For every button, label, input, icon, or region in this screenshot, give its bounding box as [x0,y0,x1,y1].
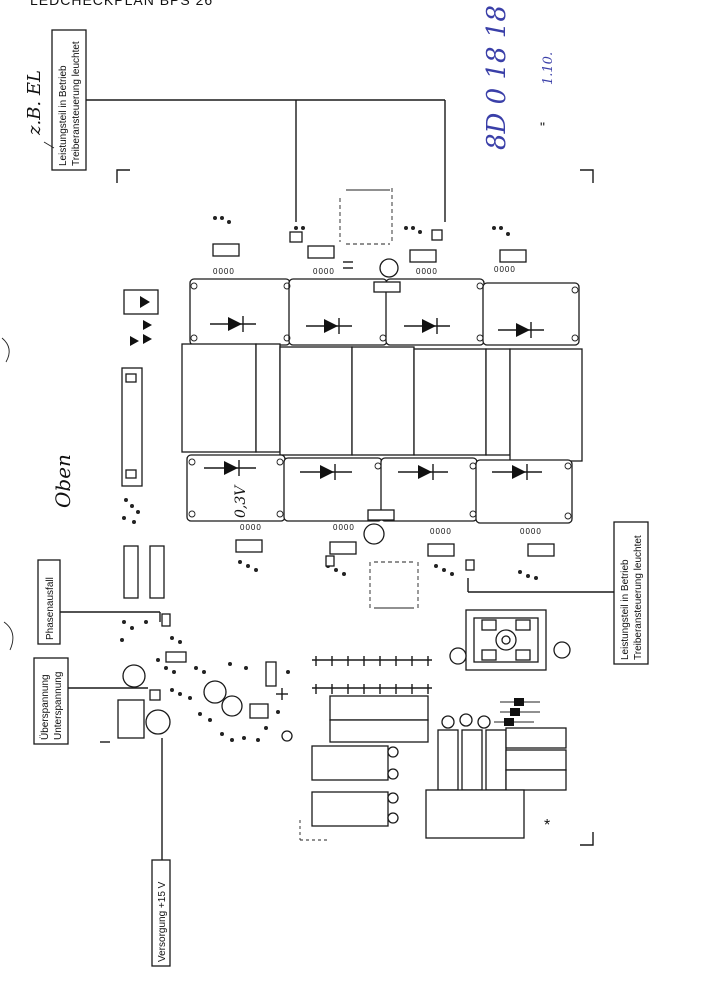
svg-text:Überspannung: Überspannung [39,674,51,740]
svg-text:Leistungsteil in Betrieb: Leistungsteil in Betrieb [620,559,631,660]
right-led-label: Leistungsteil in Betrieb Treiberansteuer… [613,521,649,665]
svg-text:0000: 0000 [313,267,335,276]
handwritten-quote-mark: " [540,119,545,135]
svg-text:0000: 0000 [240,523,262,532]
lower-diode-modules [186,454,573,524]
top-led-callout [43,99,446,222]
overvoltage-label: Überspannung Unterspannung [33,657,148,745]
svg-text:0000: 0000 [333,523,355,532]
corner-marks [116,169,594,846]
control-board-components [100,613,290,743]
svg-text:Versorgung +15 V: Versorgung +15 V [157,881,168,962]
asterisk-mark: * [544,817,550,834]
right-led-callout [467,578,614,593]
lower-right-power-section [281,609,571,841]
svg-text:0000: 0000 [213,267,235,276]
lower-driver-components: 0000 0000 0000 0000 [235,523,555,609]
svg-text:0000: 0000 [430,527,452,536]
handwritten-note: 1.10. [541,52,556,85]
supply-label: Versorgung +15 V [151,738,171,967]
handwritten-serial: 8D 0 18 18 0 [482,0,512,150]
svg-text:0,3V: 0,3V [233,484,249,518]
power-blocks [181,343,583,462]
punch-hole-marks [1,337,14,651]
plan-title: LEDCHECKPLAN BPS 26 [30,0,213,8]
svg-text:Oben: Oben [51,454,75,508]
handwritten-voltage: 0,3V [233,484,249,518]
svg-text:0000: 0000 [416,267,438,276]
top-led-label: Leistungsteil in Betrieb Treiberansteuer… [51,29,87,171]
handwritten-orientation: Oben [51,454,75,508]
svg-text:0000: 0000 [494,265,516,274]
svg-text:0000: 0000 [520,527,542,536]
svg-text:1.10.: 1.10. [541,52,556,85]
handwritten-example: z.B. EL [24,70,45,136]
svg-text:8D 0 18 18 0: 8D 0 18 18 0 [482,0,512,150]
svg-text:Leistungsteil in Betrieb: Leistungsteil in Betrieb [58,65,69,166]
svg-text:Phasenausfall: Phasenausfall [45,577,56,640]
phase-loss-label: Phasenausfall [37,559,161,645]
svg-text:Treiberansteuerung leuchtet: Treiberansteuerung leuchtet [633,535,644,660]
svg-text:z.B. EL: z.B. EL [24,70,45,136]
svg-text:Unterspannung: Unterspannung [53,672,64,740]
left-column-components [121,289,165,599]
svg-text:Treiberansteuerung leuchtet: Treiberansteuerung leuchtet [71,41,82,166]
upper-diode-modules [189,278,580,346]
upper-driver-components: 0000 0000 0000 0000 [212,188,527,278]
